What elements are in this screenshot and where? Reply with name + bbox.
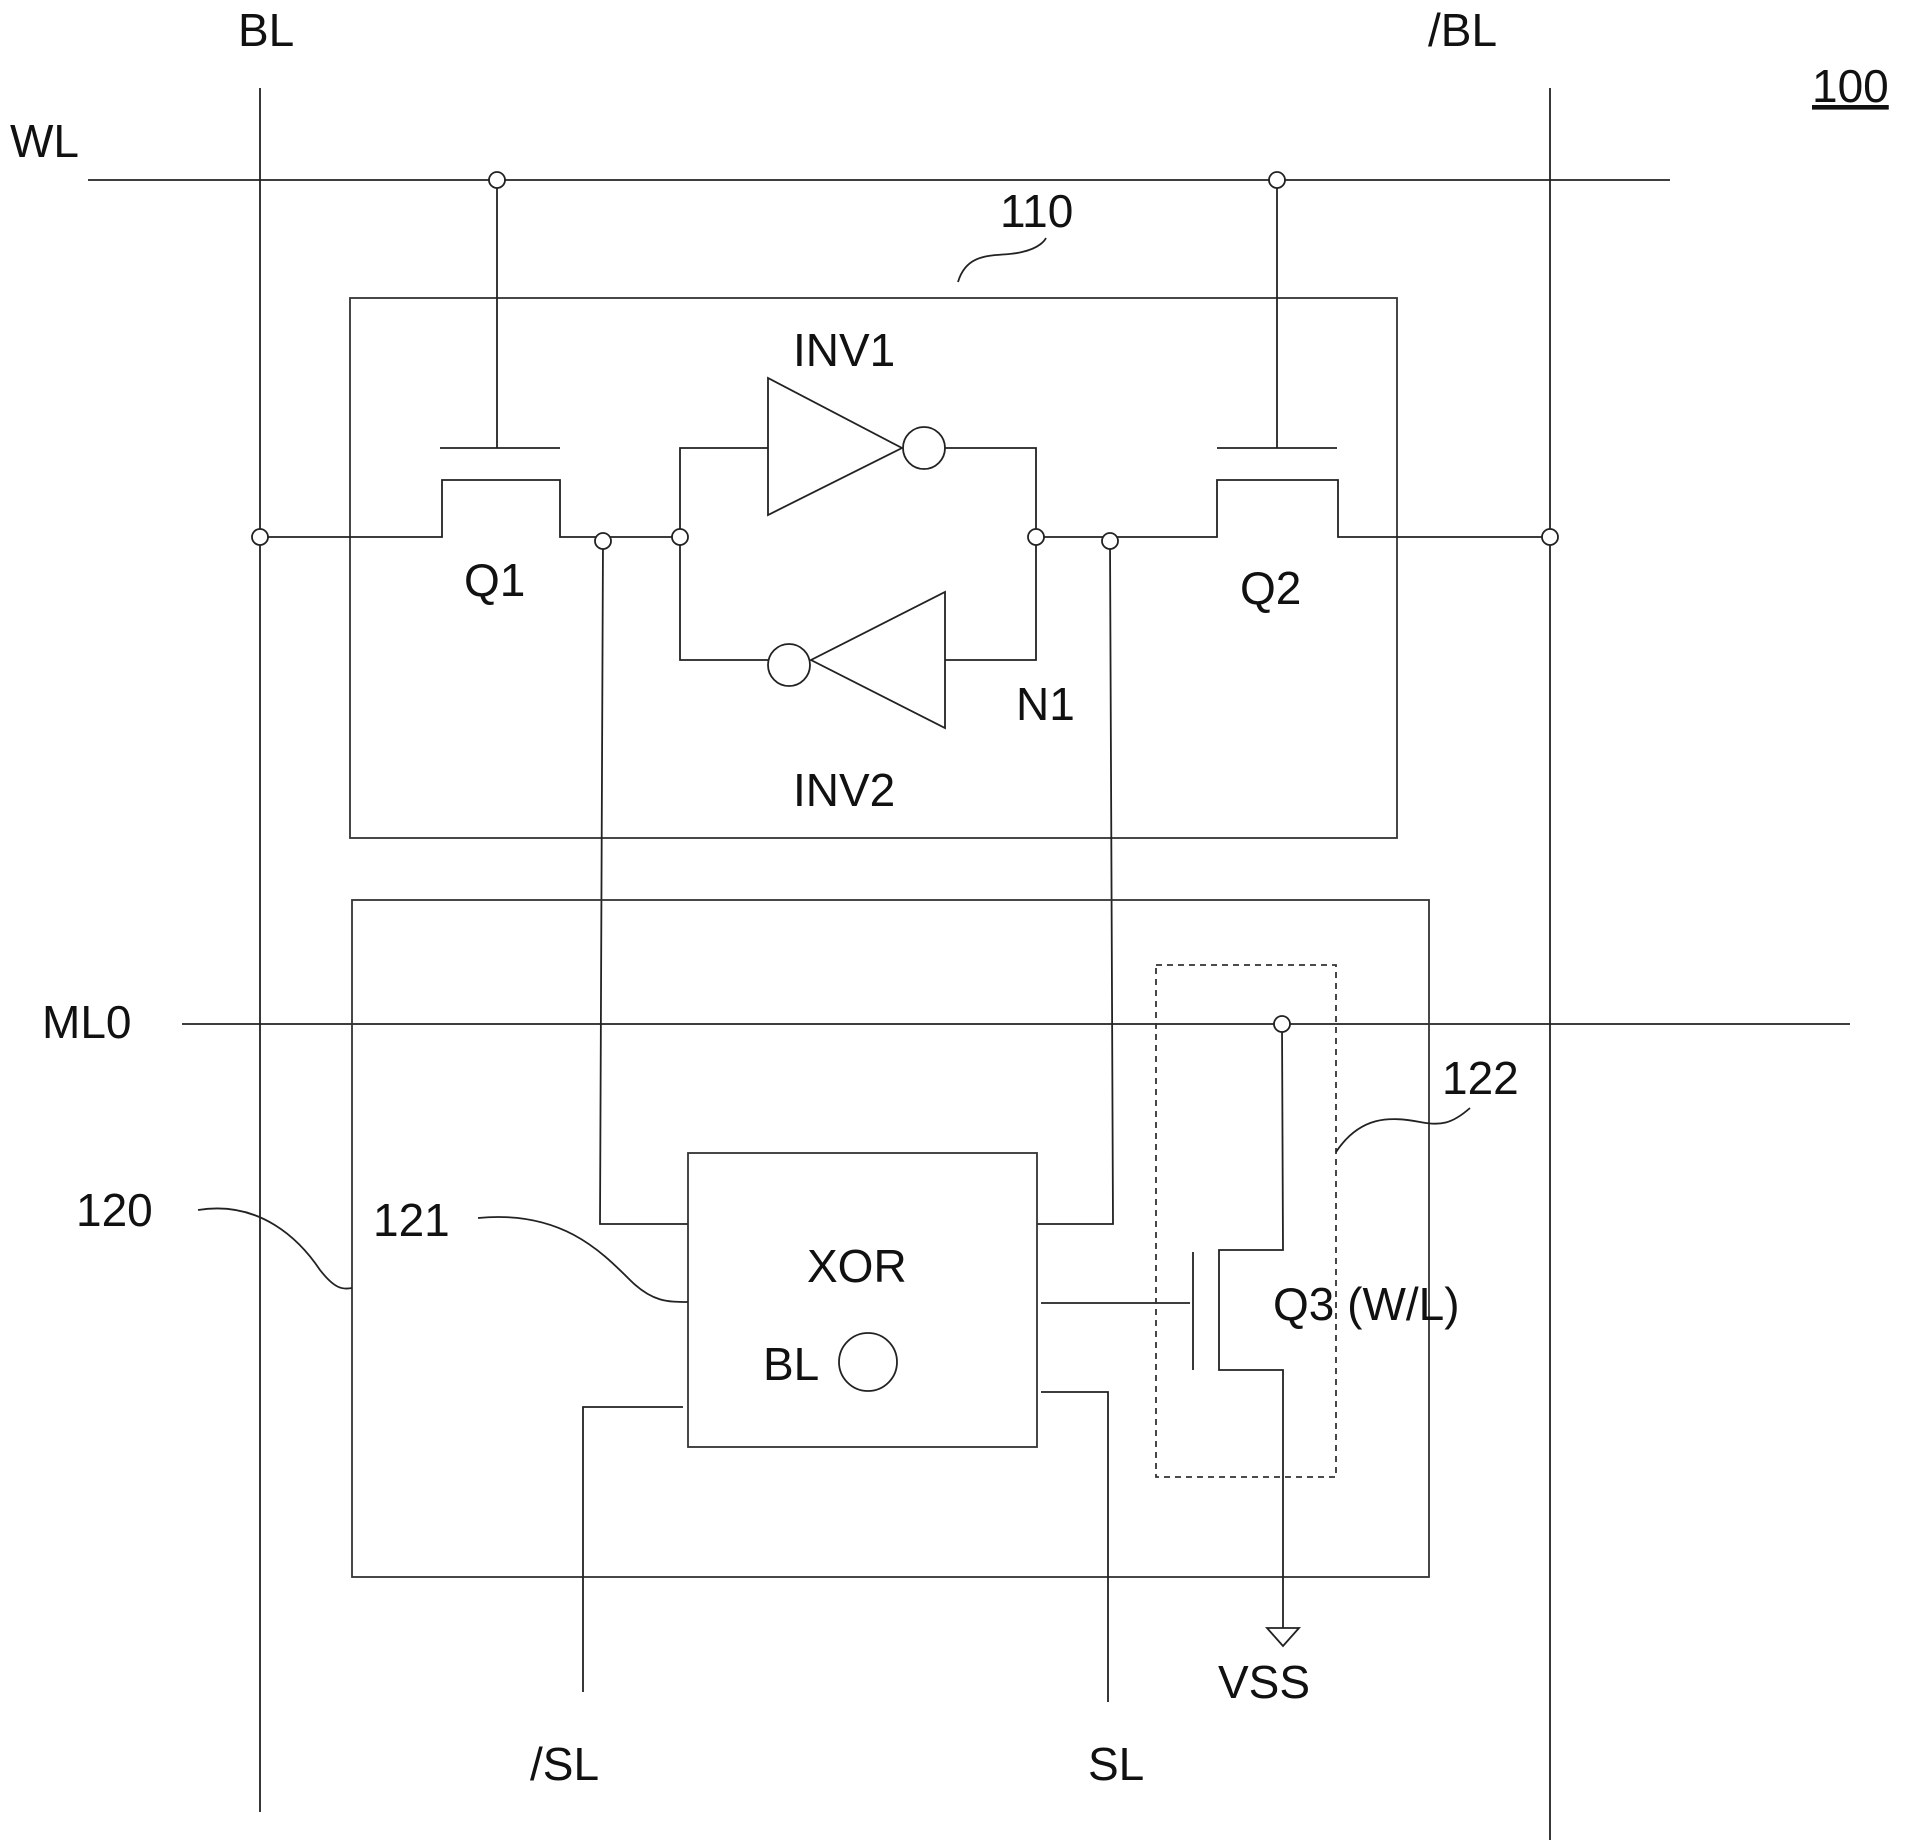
q1-label: Q1 [464,554,525,606]
discharge-block-122 [1156,965,1336,1477]
ref-110-leader [958,238,1046,282]
ref-121-leader [478,1217,688,1302]
xor-block-121 [688,1153,1037,1447]
ref-121-label: 121 [373,1194,450,1246]
bl-bar-q2-node [1542,529,1558,545]
inv2-bubble [768,644,810,686]
inv2-symbol [811,592,945,728]
figure-ref-label: 100 [1812,60,1889,112]
latch-left-wire [680,448,768,660]
q-bar-tap-node [1102,533,1118,549]
ref-110-label: 110 [1000,185,1073,237]
latch-right-wire [945,448,1036,660]
inv2-label: INV2 [793,764,895,816]
q-node-wire [600,541,688,1224]
compare-block-120 [352,900,1429,1577]
inv1-bubble [903,427,945,469]
inv1-symbol [768,378,902,515]
sl-bar-wire [583,1407,683,1692]
wl-q1-node [489,172,505,188]
sl-wire [1041,1392,1108,1702]
q2-label: Q2 [1240,562,1301,614]
xor-inner-label: BL [763,1338,819,1390]
inv1-label: INV1 [793,324,895,376]
ref-120-leader [198,1208,352,1288]
ref-120-label: 120 [76,1184,153,1236]
xor-label: XOR [807,1240,907,1292]
latch-left-node [672,529,688,545]
ref-122-leader [1336,1108,1470,1152]
bl-bar-label: /BL [1428,4,1497,56]
xor-inner-circle [839,1333,897,1391]
bl-q1-node [252,529,268,545]
wl-q2-node [1269,172,1285,188]
vss-label: VSS [1218,1656,1310,1708]
q1-channel [260,480,680,537]
bl-label: BL [238,4,294,56]
ml0-q3-node [1274,1016,1290,1032]
sl-label: SL [1088,1738,1144,1790]
q-tap-node [595,533,611,549]
ref-122-label: 122 [1442,1052,1519,1104]
wl-label: WL [10,115,79,167]
vss-ground-icon [1267,1628,1299,1646]
q3-label: Q3 (W/L) [1273,1278,1460,1330]
n1-label: N1 [1016,678,1075,730]
sl-bar-label: /SL [530,1738,599,1790]
q-bar-node-wire [1037,541,1113,1224]
latch-right-node [1028,529,1044,545]
q2-channel [1036,480,1550,537]
ml0-label: ML0 [42,996,131,1048]
